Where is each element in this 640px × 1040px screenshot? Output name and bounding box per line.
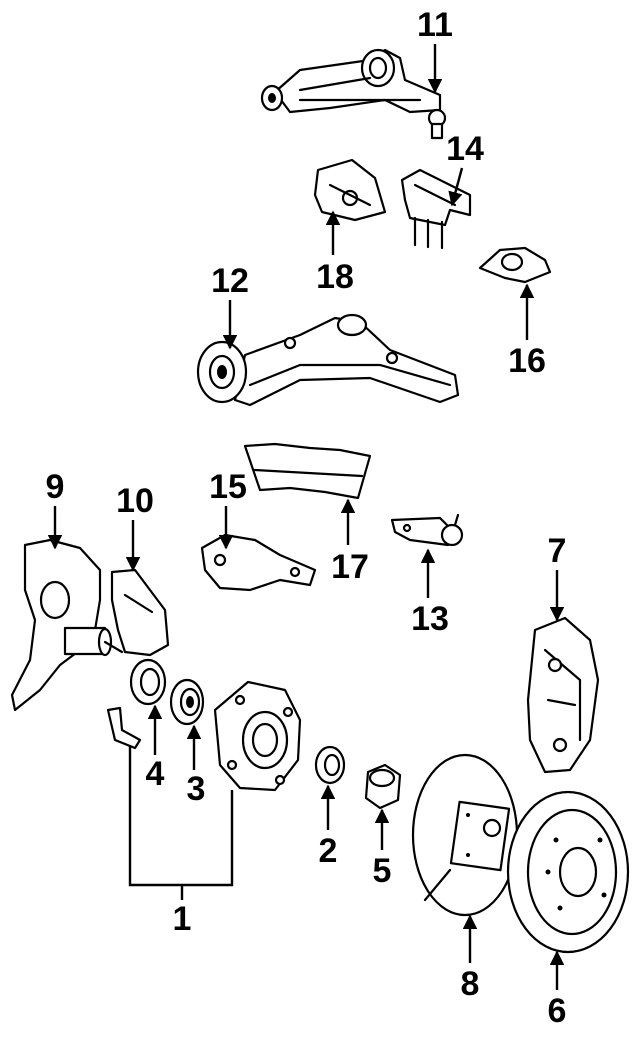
- callout-12: 12: [211, 262, 249, 300]
- callout-16: 16: [508, 342, 546, 380]
- callout-5: 5: [373, 852, 392, 890]
- callout-14: 14: [446, 130, 484, 168]
- hub: [213, 680, 302, 792]
- callout-15: 15: [209, 468, 247, 506]
- bracket-14: [400, 168, 472, 250]
- callout-6: 6: [548, 992, 567, 1030]
- seal: [129, 658, 167, 706]
- bracket-15: [200, 533, 317, 592]
- ball-joint: [390, 513, 464, 547]
- splash-shield: [110, 568, 170, 657]
- callout-3: 3: [187, 770, 206, 808]
- bearing-outer: [314, 745, 346, 785]
- callout-13: 13: [411, 600, 449, 638]
- bracket-18: [313, 158, 387, 222]
- brake-caliper: [526, 616, 600, 774]
- callout-11: 11: [417, 6, 453, 44]
- steering-knuckle: [10, 538, 124, 712]
- callout-10: 10: [116, 482, 154, 520]
- strip-17: [243, 442, 372, 500]
- bump-stop: [478, 246, 552, 284]
- wheel-stud: [106, 706, 142, 750]
- bearing-inner: [169, 678, 205, 726]
- brake-rotor: [506, 790, 630, 954]
- dust-shield: [411, 753, 519, 917]
- callout-9: 9: [46, 468, 65, 506]
- upper-control-arm: [260, 48, 447, 140]
- callout-18: 18: [316, 258, 354, 296]
- dust-cap: [364, 763, 402, 810]
- callout-17: 17: [331, 548, 369, 586]
- callout-1: 1: [173, 900, 192, 938]
- callout-4: 4: [146, 755, 165, 793]
- callout-2: 2: [319, 832, 338, 870]
- lower-control-arm: [196, 313, 460, 407]
- callout-8: 8: [461, 965, 480, 1003]
- callout-7: 7: [548, 532, 567, 570]
